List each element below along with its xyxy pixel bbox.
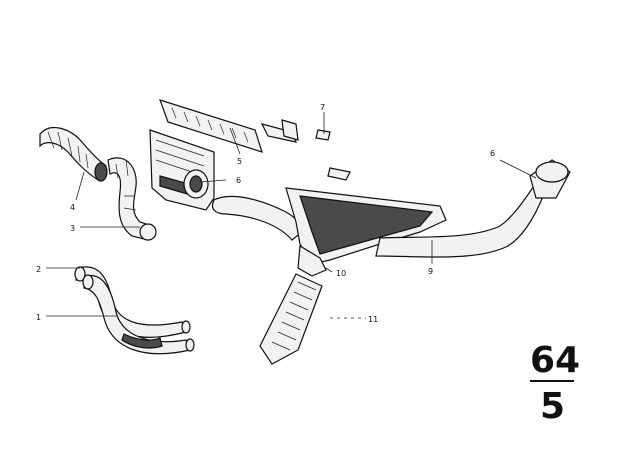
callout-6-fitting: 6 [490, 149, 495, 158]
callout-6-box: 6 [236, 176, 241, 185]
corrugated-hose-11 [259, 273, 323, 365]
callout-9: 9 [428, 267, 433, 276]
section-group: 64 [530, 340, 580, 381]
section-number: 64 5 [530, 340, 580, 427]
bracket-7 [260, 119, 351, 181]
callout-10: 10 [336, 269, 346, 278]
s-hose-3 [107, 157, 157, 241]
callout-1: 1 [36, 313, 41, 322]
section-sub: 5 [540, 386, 565, 427]
main-duct-9 [211, 185, 545, 277]
callout-3: 3 [70, 224, 75, 233]
callout-labels: 1 2 3 4 5 6 6 7 9 10 11 [36, 103, 495, 324]
callout-5: 5 [237, 157, 242, 166]
heater-box-5 [149, 99, 263, 211]
callout-2: 2 [36, 265, 41, 274]
heater-hose-pair [74, 266, 195, 355]
end-fitting-6 [529, 159, 571, 199]
curved-hose-4 [39, 126, 108, 182]
leader-lines [46, 112, 537, 319]
callout-11: 11 [368, 315, 378, 324]
callout-7: 7 [320, 103, 325, 112]
callout-4: 4 [70, 203, 75, 212]
